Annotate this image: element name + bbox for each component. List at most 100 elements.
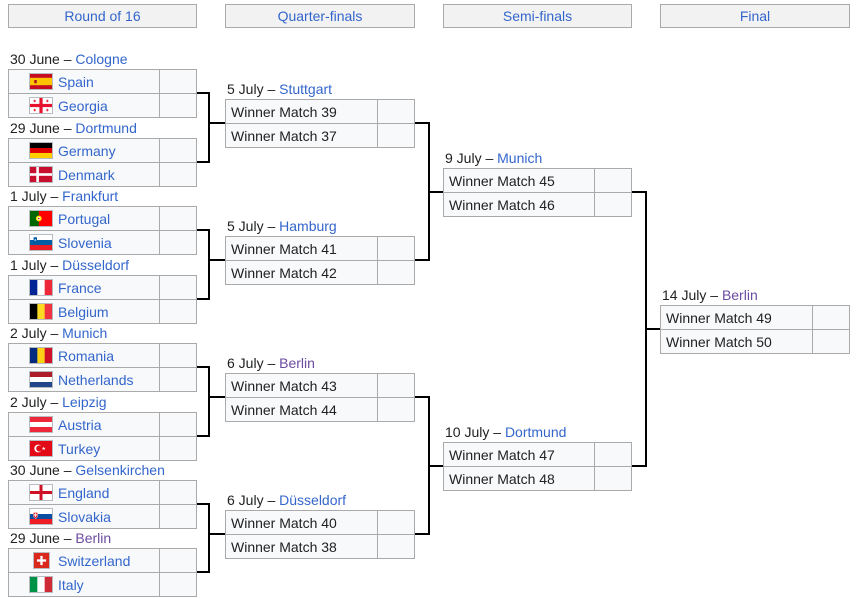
team-link-france[interactable]: France xyxy=(58,279,102,296)
team-row: Winner Match 39 xyxy=(226,100,414,123)
winner-label: Winner Match 41 xyxy=(231,240,337,257)
semi-finals-link[interactable]: Semi-finals xyxy=(502,8,573,24)
city-link-dortmund-sf[interactable]: Dortmund xyxy=(504,424,567,440)
score-cell xyxy=(594,169,631,192)
round-header-quarter-finals: Quarter-finals xyxy=(225,4,415,28)
match-spain-georgia: Spain Georgia xyxy=(8,69,197,118)
team-link-romania[interactable]: Romania xyxy=(58,347,115,364)
team-row: Winner Match 48 xyxy=(444,466,631,490)
team-row: Winner Match 42 xyxy=(226,260,414,284)
city-link-frankfurt[interactable]: Frankfurt xyxy=(62,188,119,204)
flag-austria-icon xyxy=(29,416,53,433)
winner-label: Winner Match 47 xyxy=(449,446,555,463)
city-link-hamburg[interactable]: Hamburg xyxy=(279,218,337,234)
score-cell xyxy=(159,300,196,323)
city-link-dortmund[interactable]: Dortmund xyxy=(75,120,137,136)
flag-denmark-icon xyxy=(29,166,53,183)
winner-label: Winner Match 44 xyxy=(231,401,337,418)
match-qf-stuttgart: Winner Match 39 Winner Match 37 xyxy=(225,99,415,148)
score-cell xyxy=(377,535,414,558)
score-cell xyxy=(159,413,196,436)
team-link-belgium[interactable]: Belgium xyxy=(58,303,109,320)
team-row: Germany xyxy=(9,139,196,162)
flag-belgium-icon xyxy=(29,303,53,320)
city-link-leipzig[interactable]: Leipzig xyxy=(62,394,107,410)
team-row: Denmark xyxy=(9,162,196,186)
flag-france-icon xyxy=(29,279,53,296)
team-link-italy[interactable]: Italy xyxy=(58,576,84,593)
match-date-text: 6 July – xyxy=(227,492,280,508)
score-cell xyxy=(159,163,196,186)
team-link-spain[interactable]: Spain xyxy=(58,73,94,90)
team-link-denmark[interactable]: Denmark xyxy=(58,166,115,183)
score-cell xyxy=(594,443,631,466)
score-cell xyxy=(159,505,196,528)
score-cell xyxy=(159,94,196,117)
team-link-england[interactable]: England xyxy=(58,484,110,501)
team-link-germany[interactable]: Germany xyxy=(58,142,116,159)
winner-label: Winner Match 43 xyxy=(231,377,337,394)
match-date-text: 6 July – xyxy=(227,355,280,371)
score-cell xyxy=(159,70,196,93)
match-date-text: 9 July – xyxy=(445,150,498,166)
score-cell xyxy=(159,344,196,367)
match-switzerland-italy: Switzerland Italy xyxy=(8,548,197,597)
score-cell xyxy=(159,276,196,299)
match-date-text: 29 June – xyxy=(10,530,76,546)
match-austria-turkey: Austria Turkey xyxy=(8,412,197,461)
match-date: 29 June – Berlin xyxy=(8,529,199,547)
team-link-austria[interactable]: Austria xyxy=(58,416,102,433)
winner-label: Winner Match 40 xyxy=(231,514,337,531)
match-date-text: 5 July – xyxy=(227,81,280,97)
round-of-16-link[interactable]: Round of 16 xyxy=(64,8,141,24)
city-link-gelsenkirchen[interactable]: Gelsenkirchen xyxy=(75,462,165,478)
final-link[interactable]: Final xyxy=(739,8,771,24)
quarter-finals-link[interactable]: Quarter-finals xyxy=(277,8,363,24)
city-link-stuttgart[interactable]: Stuttgart xyxy=(279,81,333,97)
city-link-berlin-final[interactable]: Berlin xyxy=(721,287,758,303)
team-row: Georgia xyxy=(9,93,196,117)
winner-label: Winner Match 38 xyxy=(231,538,337,555)
match-date: 1 July – Düsseldorf xyxy=(8,256,199,274)
city-link-cologne[interactable]: Cologne xyxy=(75,51,128,67)
match-romania-netherlands: Romania Netherlands xyxy=(8,343,197,392)
flag-england-icon xyxy=(29,484,53,501)
team-link-turkey[interactable]: Turkey xyxy=(58,440,101,457)
city-link-berlin[interactable]: Berlin xyxy=(75,530,112,546)
city-link-munich[interactable]: Munich xyxy=(62,325,108,341)
team-link-slovakia[interactable]: Slovakia xyxy=(58,508,111,525)
team-link-portugal[interactable]: Portugal xyxy=(58,210,111,227)
score-cell xyxy=(377,124,414,147)
score-cell xyxy=(159,368,196,391)
city-link-berlin-qf[interactable]: Berlin xyxy=(279,355,315,371)
winner-label: Winner Match 45 xyxy=(449,172,555,189)
team-link-switzerland[interactable]: Switzerland xyxy=(58,552,131,569)
flag-switzerland-icon xyxy=(30,552,52,569)
team-row: Austria xyxy=(9,413,196,436)
team-row: Winner Match 44 xyxy=(226,397,414,421)
match-date: 5 July – Hamburg xyxy=(225,217,417,235)
city-link-munich-sf[interactable]: Munich xyxy=(497,150,543,166)
match-sf-dortmund: Winner Match 47 Winner Match 48 xyxy=(443,442,632,491)
team-row: Spain xyxy=(9,70,196,93)
score-cell xyxy=(594,467,631,490)
team-row: Belgium xyxy=(9,299,196,323)
flag-georgia-icon xyxy=(29,97,53,114)
city-link-duesseldorf-qf[interactable]: Düsseldorf xyxy=(279,492,347,508)
team-row: Winner Match 50 xyxy=(661,329,849,353)
team-row: Winner Match 45 xyxy=(444,169,631,192)
city-link-duesseldorf[interactable]: Düsseldorf xyxy=(62,257,130,273)
score-cell xyxy=(377,374,414,397)
team-row: Winner Match 43 xyxy=(226,374,414,397)
team-link-slovenia[interactable]: Slovenia xyxy=(58,234,112,251)
match-date-text: 5 July – xyxy=(227,218,280,234)
match-sf-munich: Winner Match 45 Winner Match 46 xyxy=(443,168,632,217)
match-qf-berlin: Winner Match 43 Winner Match 44 xyxy=(225,373,415,422)
flag-slovenia-icon xyxy=(29,234,53,251)
team-link-georgia[interactable]: Georgia xyxy=(58,97,108,114)
flag-germany-icon xyxy=(29,142,53,159)
match-portugal-slovenia: Portugal Slovenia xyxy=(8,206,197,255)
round-header-round-of-16: Round of 16 xyxy=(8,4,197,28)
match-date: 2 July – Leipzig xyxy=(8,393,199,411)
team-link-netherlands[interactable]: Netherlands xyxy=(58,371,134,388)
